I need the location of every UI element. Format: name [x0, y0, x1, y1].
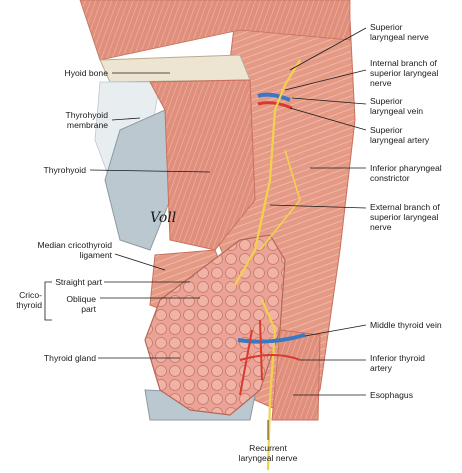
- external-branch-nerve-shape: [259, 149, 301, 251]
- label-text: Esophagus: [370, 390, 414, 400]
- label-text: ligament: [79, 250, 112, 260]
- esophagus-shape: [271, 329, 321, 421]
- label-inferior-thyroid-artery: Inferior thyroid artery: [370, 353, 425, 373]
- label-text: Internal branch of: [370, 58, 437, 68]
- label-inferior-pharyngeal-constrictor: Inferior pharyngeal constrictor: [370, 163, 442, 183]
- label-text: Thyrohyoid: [43, 165, 86, 175]
- label-thyrohyoid-membrane: Thyrohyoid membrane: [8, 110, 108, 130]
- recurrent-laryngeal-nerve-shape: [260, 299, 277, 471]
- superior-laryngeal-nerve-shape: [234, 59, 301, 286]
- label-text: Superior: [370, 96, 403, 106]
- label-esophagus: Esophagus: [370, 390, 413, 400]
- label-text: Superior: [370, 22, 403, 32]
- middle-thyroid-vein-shape: [237, 333, 306, 344]
- label-text: laryngeal nerve: [238, 453, 298, 463]
- superior-laryngeal-artery-shape: [257, 101, 293, 110]
- label-superior-laryngeal-vein: Superior laryngeal vein: [370, 96, 423, 116]
- label-superior-laryngeal-nerve: Superior laryngeal nerve: [370, 22, 429, 42]
- label-text: Thyrohyoid: [65, 110, 108, 120]
- label-oblique-part: Oblique part: [50, 294, 96, 314]
- label-straight-part: Straight part: [50, 277, 102, 287]
- label-cricothyroid: Crico- thyroid: [4, 290, 42, 310]
- label-text: artery: [370, 363, 392, 373]
- label-text: part: [81, 304, 96, 314]
- label-text: Crico-: [19, 290, 42, 300]
- label-text: constrictor: [370, 173, 410, 183]
- label-middle-thyroid-vein: Middle thyroid vein: [370, 320, 442, 330]
- label-hyoid-bone: Hyoid bone: [8, 68, 108, 78]
- label-text: laryngeal vein: [370, 106, 424, 116]
- thyroid-gland-shape: [144, 234, 286, 416]
- label-text: Straight part: [55, 277, 102, 287]
- inferior-thyroid-artery-shape: [239, 319, 301, 396]
- label-text: thyroid: [16, 300, 42, 310]
- label-recurrent-laryngeal-nerve: Recurrent laryngeal nerve: [228, 443, 308, 463]
- label-thyroid-gland: Thyroid gland: [8, 353, 96, 363]
- label-median-cricothyroid-ligament: Median cricothyroid ligament: [8, 240, 112, 260]
- label-text: membrane: [66, 120, 108, 130]
- label-text: Median cricothyroid: [37, 240, 112, 250]
- label-text: laryngeal nerve: [370, 32, 429, 42]
- upper-muscles-shape: [79, 0, 351, 61]
- label-text: nerve: [370, 78, 392, 88]
- label-text: superior laryngeal: [370, 212, 439, 222]
- label-internal-branch: Internal branch of superior laryngeal ne…: [370, 58, 438, 88]
- label-external-branch: External branch of superior laryngeal ne…: [370, 202, 440, 232]
- label-text: Inferior pharyngeal: [370, 163, 442, 173]
- label-text: laryngeal artery: [370, 135, 430, 145]
- label-text: Oblique: [66, 294, 96, 304]
- label-text: Recurrent: [249, 443, 287, 453]
- hyoid-bone-shape: [99, 54, 251, 83]
- label-text: Thyroid gland: [43, 353, 96, 363]
- label-superior-laryngeal-artery: Superior laryngeal artery: [370, 125, 429, 145]
- label-thyrohyoid: Thyrohyoid: [8, 165, 86, 175]
- label-text: superior laryngeal: [370, 68, 439, 78]
- superior-laryngeal-vein-shape: [257, 92, 291, 102]
- signature: Voll: [150, 210, 176, 226]
- label-text: Inferior thyroid: [370, 353, 425, 363]
- label-text: Superior: [370, 125, 403, 135]
- label-text: Hyoid bone: [64, 68, 108, 78]
- label-text: Middle thyroid vein: [370, 320, 442, 330]
- label-text: nerve: [370, 222, 392, 232]
- leader-lines: [44, 27, 367, 440]
- label-text: External branch of: [370, 202, 440, 212]
